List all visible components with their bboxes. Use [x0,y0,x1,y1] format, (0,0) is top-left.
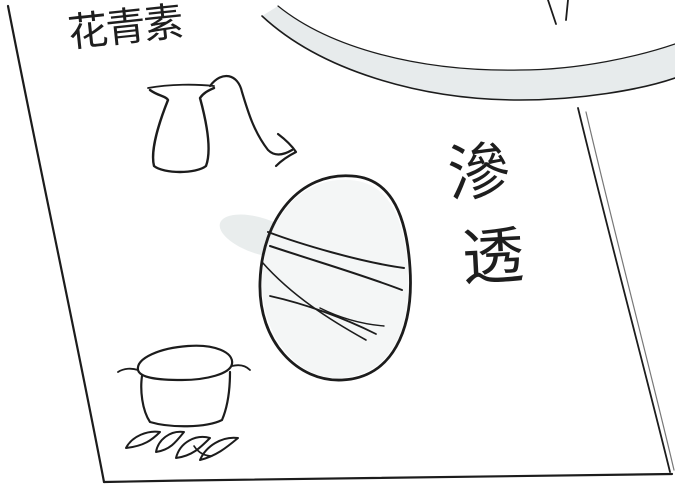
label-anthocyanin: 花青素 [65,0,184,57]
label-shin: 滲 [445,133,513,212]
paper-sheet [6,4,675,484]
pot-icon [117,344,251,428]
top-edge-marks [547,0,569,25]
curved-rim [261,5,675,101]
arrow-icon [208,75,298,168]
fire-icon [125,430,239,461]
label-tou: 透 [460,218,526,295]
beaker-icon [147,83,216,174]
egg-icon [219,174,412,382]
